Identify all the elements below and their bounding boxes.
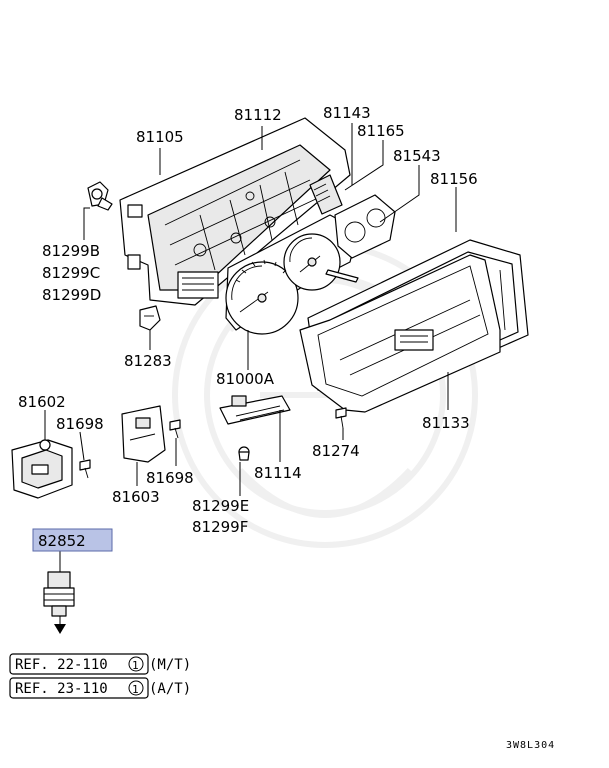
label-81603[interactable]: 81603 [112,488,160,506]
bulb-81299e[interactable] [238,446,250,461]
label-81283[interactable]: 81283 [124,352,172,370]
ref-circle [128,656,144,672]
bracket-81283[interactable] [139,305,161,331]
label-81698-left[interactable]: 81698 [56,415,104,433]
switch-unit-81602[interactable] [11,439,73,499]
label-81299d[interactable]: 81299D [42,286,101,304]
ref-suffix: (A/T) [149,681,191,697]
label-81143[interactable]: 81143 [323,104,371,122]
label-81299e[interactable]: 81299E [192,497,249,515]
label-81543[interactable]: 81543 [393,147,441,165]
highlight-box [32,528,113,552]
label-81299b[interactable]: 81299B [42,242,100,260]
label-81133[interactable]: 81133 [422,414,470,432]
label-82852[interactable]: 82852 [38,532,86,550]
ref-box [9,677,149,699]
screw-81698-mid[interactable] [169,419,181,439]
ref-circle-number: 1 [132,659,139,672]
panel-81603[interactable] [121,405,166,463]
ref-suffix: (M/T) [149,657,191,673]
screw-81274[interactable] [335,407,347,429]
label-81156[interactable]: 81156 [430,170,478,188]
label-81165[interactable]: 81165 [357,122,405,140]
plate-81143[interactable] [309,174,343,215]
label-81105[interactable]: 81105 [136,128,184,146]
gauge-plate-81000a[interactable] [225,214,359,335]
leader-lines [44,123,457,572]
label-81112[interactable]: 81112 [234,106,282,124]
small-gauge-81165[interactable] [334,194,396,259]
label-81698-mid[interactable]: 81698 [146,469,194,487]
label-81602[interactable]: 81602 [18,393,66,411]
label-81000a[interactable]: 81000A [216,370,275,388]
label-81299f[interactable]: 81299F [192,518,248,536]
label-81274[interactable]: 81274 [312,442,360,460]
ref-23-110[interactable]: REF. 23-110 1 (A/T) [9,677,191,699]
needle-81543[interactable] [325,269,359,283]
ref-box [9,653,149,675]
ref-text: REF. 23-110 [15,681,108,697]
part-labels: 81105 81112 81143 81165 81543 81156 8129… [18,104,478,536]
highlight-82852[interactable]: 82852 [32,528,113,552]
ref-text: REF. 22-110 [15,657,108,673]
diagram-code: 3W8L304 [506,740,555,751]
connector-81114[interactable] [219,395,291,425]
ref-circle-number: 1 [132,683,139,696]
label-81299c[interactable]: 81299C [42,264,100,282]
vehicle-speed-sensor-82852[interactable] [43,571,75,634]
screw-81698-left[interactable] [79,459,91,479]
label-81114[interactable]: 81114 [254,464,302,482]
bulb-socket-81299[interactable] [87,181,113,211]
ref-circle [128,680,144,696]
circuit-board-81105[interactable] [119,117,351,306]
case-81133[interactable] [299,254,501,413]
ref-22-110[interactable]: REF. 22-110 1 (M/T) [9,653,191,675]
